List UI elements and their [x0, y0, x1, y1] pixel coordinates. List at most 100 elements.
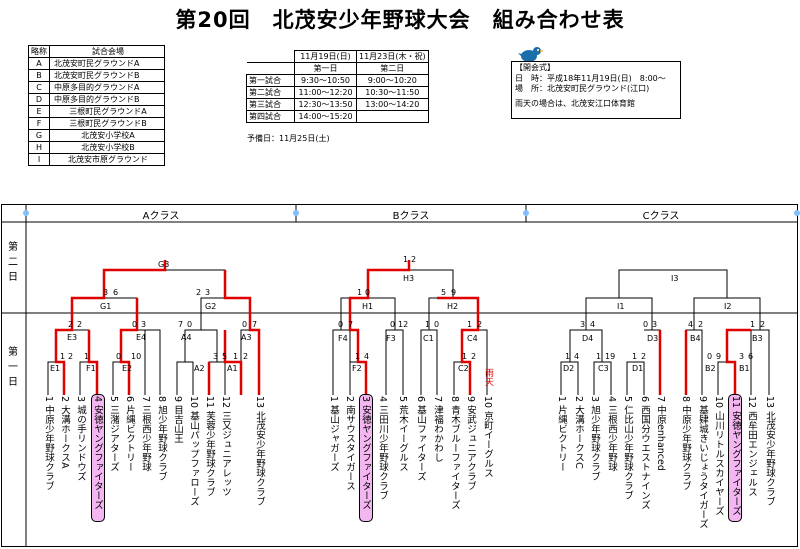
team-name: 7 津福わかわし: [432, 396, 443, 463]
svg-text:0: 0: [187, 320, 192, 329]
svg-text:H1: H1: [362, 302, 373, 311]
schedule-game: 第四試合: [246, 110, 295, 123]
svg-text:0: 0: [365, 288, 370, 297]
svg-text:3: 3: [739, 352, 744, 361]
highlight-box-c: [728, 394, 742, 522]
svg-text:A3: A3: [241, 333, 252, 342]
svg-text:A1: A1: [227, 364, 238, 373]
svg-text:1: 1: [403, 255, 408, 264]
team-name: 1 中原少年野球クラブ: [43, 396, 54, 491]
svg-text:9: 9: [716, 352, 721, 361]
svg-text:0: 0: [338, 320, 343, 329]
class-header-b: Bクラス: [392, 211, 430, 222]
svg-text:1: 1: [357, 288, 362, 297]
svg-text:3: 3: [213, 352, 218, 361]
svg-text:C4: C4: [467, 334, 478, 343]
page-title: 第20回 北茂安少年野球大会 組み合わせ表: [175, 8, 625, 32]
svg-text:2: 2: [641, 352, 646, 361]
svg-text:1: 1: [632, 352, 637, 361]
team-name: 6 片縄ビクトリー: [124, 396, 135, 472]
svg-text:5: 5: [222, 352, 227, 361]
svg-text:C3: C3: [598, 364, 609, 373]
svg-text:0: 0: [390, 320, 395, 329]
svg-text:10: 10: [131, 352, 141, 361]
svg-text:F2: F2: [352, 364, 362, 373]
svg-text:1: 1: [462, 352, 467, 361]
svg-text:I3: I3: [671, 274, 678, 283]
team-name: 3 旭少年野球クラブ: [589, 396, 600, 482]
opening-ceremony-box: 【開会式】 日 時：平成18年11月19日(日) 8:00～ 場 所：北茂安町民…: [511, 61, 681, 119]
svg-text:0: 0: [116, 352, 121, 361]
team-name: 13 北茂安少年野球クラブ: [764, 396, 775, 507]
winner-lines-b: [348, 260, 480, 395]
svg-text:D1: D1: [632, 364, 643, 373]
svg-text:1: 1: [355, 352, 360, 361]
team-name: 10 山川リトルスカイヤーズ: [713, 396, 724, 516]
team-name: 1 基山ジャガーズ: [328, 396, 339, 472]
svg-text:3: 3: [205, 288, 210, 297]
team-name: 2 南サウスタイガース: [344, 396, 355, 491]
venue-abbr: I: [28, 153, 50, 166]
svg-text:B4: B4: [690, 334, 701, 343]
winner-lines-c: [658, 328, 751, 395]
class-header-c: Cクラス: [642, 211, 680, 222]
svg-text:1: 1: [750, 320, 755, 329]
svg-text:E2: E2: [122, 364, 132, 373]
svg-text:E1: E1: [50, 364, 60, 373]
opening-place: 場 所：北茂安町民グラウンド(江口): [515, 84, 650, 93]
svg-text:3: 3: [141, 320, 146, 329]
class-header-a: Aクラス: [142, 211, 180, 222]
svg-text:0: 0: [643, 320, 648, 329]
svg-text:4: 4: [364, 352, 369, 361]
schedule-time: 13:00～14:20: [356, 98, 429, 111]
svg-text:H3: H3: [403, 274, 414, 283]
svg-text:E4: E4: [136, 333, 146, 342]
svg-text:1: 1: [233, 352, 238, 361]
svg-text:I1: I1: [617, 302, 624, 311]
highlight-box-b: [359, 394, 373, 522]
svg-text:3: 3: [652, 320, 657, 329]
svg-text:A2: A2: [194, 364, 205, 373]
svg-text:7: 7: [178, 320, 183, 329]
venue-name: 北茂安市原グラウンド: [49, 153, 165, 166]
team-name: 4 三根西少年野球: [606, 396, 617, 472]
svg-text:19: 19: [605, 352, 615, 361]
svg-text:2: 2: [196, 288, 201, 297]
svg-text:1: 1: [596, 352, 601, 361]
team-name: 7 三根西少年野球: [140, 396, 151, 472]
team-name: 12 西牟田エンジェルス: [746, 396, 757, 497]
team-name: 11 芙蓉少年野球クラブ: [204, 396, 215, 497]
svg-text:1: 1: [425, 320, 430, 329]
svg-text:I2: I2: [724, 302, 731, 311]
svg-text:2: 2: [471, 352, 476, 361]
svg-text:F1: F1: [86, 364, 96, 373]
team-name: 2 大溝ホークスC: [573, 396, 584, 469]
svg-text:1: 1: [60, 352, 65, 361]
svg-text:D4: D4: [582, 334, 593, 343]
team-name: 3 安徳ヤングファイターズ: [360, 396, 371, 510]
rain-note: 雨天: [483, 368, 494, 387]
svg-text:H2: H2: [447, 302, 458, 311]
team-name: 6 基山ファイターズ: [415, 396, 426, 482]
team-name: 13 北茂安少年野球クラブ: [254, 396, 265, 507]
reserve-day: 予備日：11月25日(土): [247, 134, 330, 143]
svg-text:B2: B2: [705, 364, 716, 373]
team-name: 5 仁比山少年野球クラブ: [622, 396, 633, 501]
svg-text:6: 6: [113, 288, 118, 297]
svg-text:4: 4: [590, 320, 595, 329]
svg-text:12: 12: [398, 320, 408, 329]
svg-text:2: 2: [760, 320, 765, 329]
svg-text:0: 0: [434, 320, 439, 329]
svg-text:G1: G1: [100, 302, 111, 311]
team-name: 8 青木ブルーファイターズ: [449, 396, 460, 510]
svg-text:2: 2: [411, 255, 416, 264]
svg-text:F4: F4: [338, 334, 348, 343]
svg-text:6: 6: [748, 352, 753, 361]
svg-text:9: 9: [451, 288, 456, 297]
svg-text:B3: B3: [752, 334, 763, 343]
